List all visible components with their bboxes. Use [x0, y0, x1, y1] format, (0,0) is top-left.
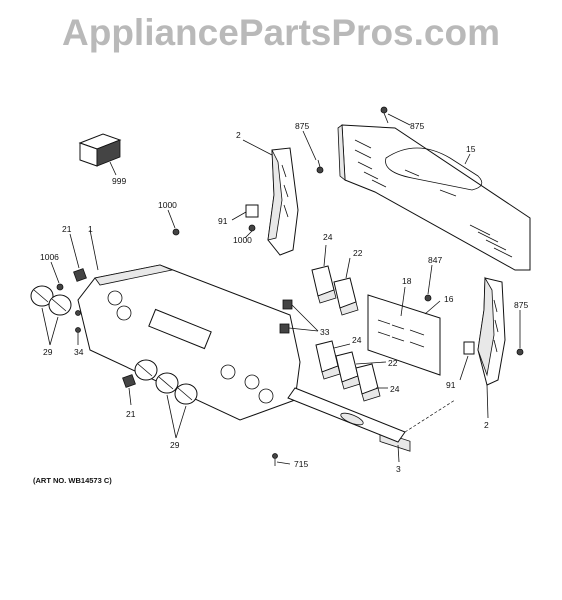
part-1-control-panel	[77, 229, 301, 421]
part-847-screw	[424, 264, 433, 302]
callout-91-b: 91	[446, 380, 456, 390]
callout-875-b: 875	[410, 121, 424, 131]
part-2-right-endcap	[477, 276, 506, 419]
callout-21-a: 21	[62, 224, 72, 234]
callout-15: 15	[466, 144, 476, 154]
callout-24-c: 24	[390, 384, 400, 394]
part-29-knobs-lower	[134, 359, 198, 439]
part-29-knobs-left	[30, 285, 72, 346]
callout-875-c: 875	[514, 300, 528, 310]
part-2-left-endcap	[242, 139, 299, 256]
part-34-spacer	[75, 310, 81, 345]
callout-2-right: 2	[484, 420, 489, 430]
part-91-bracket-left	[231, 204, 259, 239]
part-24-switch-lower-2	[355, 363, 388, 402]
part-875-screw-left	[302, 130, 324, 174]
callout-999: 999	[112, 176, 126, 186]
part-21-knob-insert-top	[69, 233, 87, 282]
part-24-switch-top	[311, 244, 337, 304]
callout-29-b: 29	[170, 440, 180, 450]
callout-3: 3	[396, 464, 401, 474]
callout-715: 715	[294, 459, 308, 469]
callout-1000-a: 1000	[158, 200, 177, 210]
callout-21-b: 21	[126, 409, 136, 419]
part-91-bracket-right	[459, 341, 475, 381]
part-22-switch-top	[333, 257, 359, 316]
callout-875-a: 875	[295, 121, 309, 131]
part-1000-screw	[167, 209, 180, 236]
part-715-screw	[272, 453, 291, 466]
part-22-switch-lower	[335, 351, 387, 390]
callout-24-a: 24	[323, 232, 333, 242]
callout-1000-b: 1000	[233, 235, 252, 245]
part-999-box	[78, 133, 122, 176]
callout-16: 16	[444, 294, 454, 304]
part-875-screw-right	[516, 310, 524, 356]
callout-847: 847	[428, 255, 442, 265]
callout-22-a: 22	[353, 248, 363, 258]
callout-1: 1	[88, 224, 93, 234]
callout-91-a: 91	[218, 216, 228, 226]
callout-34: 34	[74, 347, 84, 357]
part-3-trim-strip	[287, 387, 456, 463]
part-33-clip	[279, 299, 319, 334]
part-24-switch-lower	[315, 340, 351, 380]
art-number: (ART NO. WB14573 C)	[33, 476, 112, 485]
callout-1006: 1006	[40, 252, 59, 262]
part-1006-screw	[50, 261, 64, 291]
callout-18: 18	[402, 276, 412, 286]
callout-24-b: 24	[352, 335, 362, 345]
part-21-knob-insert-lower	[122, 374, 136, 406]
part-875-screw-top	[380, 106, 411, 126]
part-15-back-panel	[337, 124, 531, 271]
watermark-logo: AppliancePartsPros.com	[62, 12, 500, 53]
callout-33: 33	[320, 327, 330, 337]
callout-22-b: 22	[388, 358, 398, 368]
callout-29-a: 29	[43, 347, 53, 357]
callout-2-left: 2	[236, 130, 241, 140]
